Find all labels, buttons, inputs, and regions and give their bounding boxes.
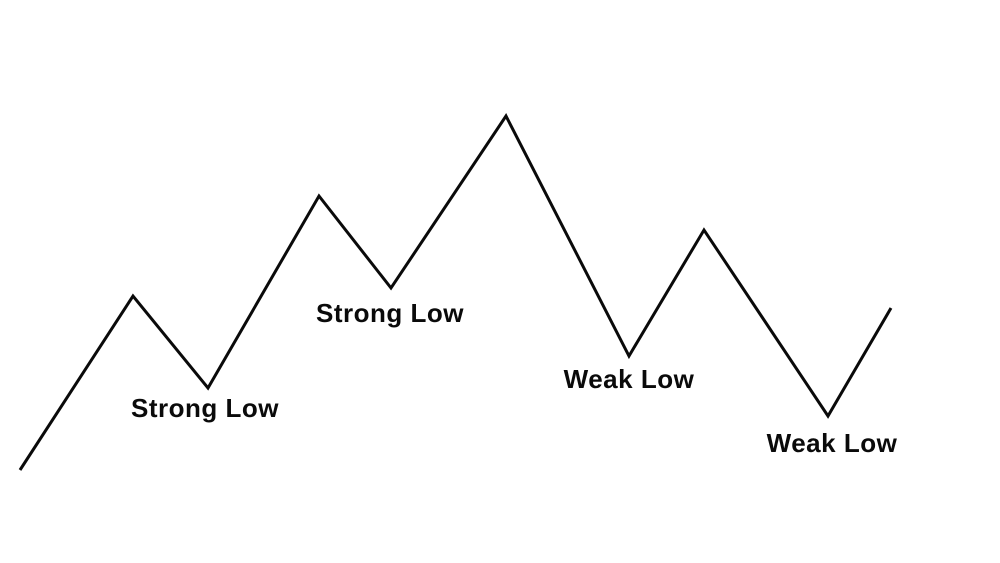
label-strong-low-2: Strong Low bbox=[316, 298, 464, 328]
label-weak-low-2: Weak Low bbox=[767, 428, 898, 458]
label-weak-low-1: Weak Low bbox=[564, 364, 695, 394]
price-zigzag-line bbox=[18, 113, 893, 471]
label-strong-low-1: Strong Low bbox=[131, 393, 279, 423]
